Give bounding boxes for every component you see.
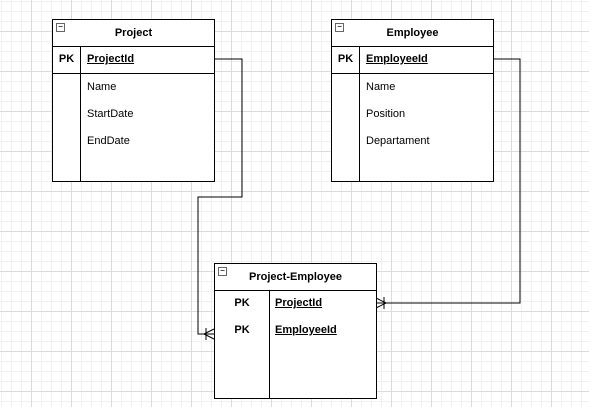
entity-employee[interactable]: − Employee PK EmployeeId Name Position D… [331, 19, 494, 182]
pk-field-employee-id[interactable]: EmployeeId [275, 324, 337, 336]
pk-label: PK [337, 53, 354, 65]
column-divider [359, 47, 360, 181]
primary-key-row[interactable]: PK ProjectId [53, 47, 214, 74]
entity-title: Project [114, 27, 153, 39]
crow-foot-marker [375, 297, 387, 309]
entity-title: Employee [386, 27, 439, 39]
pk-label: PK [58, 53, 75, 65]
primary-key-row[interactable]: PK EmployeeId [332, 47, 493, 74]
column-divider [269, 291, 270, 398]
pk-field: ProjectId [87, 53, 135, 65]
pk-field-project-id[interactable]: ProjectId [275, 297, 323, 309]
entity-project[interactable]: − Project PK ProjectId Name StartDate En… [52, 19, 215, 182]
field-end-date[interactable]: EndDate [87, 135, 130, 147]
field-name[interactable]: Name [366, 81, 396, 93]
field-start-date[interactable]: StartDate [87, 108, 134, 120]
pk-label: PK [234, 324, 250, 336]
pk-field: EmployeeId [366, 53, 428, 65]
entity-project-employee[interactable]: − Project-Employee PK ProjectId PK Emplo… [214, 263, 377, 399]
column-divider [80, 47, 81, 181]
field-name[interactable]: Name [87, 81, 117, 93]
collapse-icon[interactable]: − [56, 23, 65, 32]
field-departament[interactable]: Departament [366, 135, 430, 147]
entity-header[interactable]: − Project-Employee [215, 264, 376, 291]
crow-foot-marker [203, 328, 215, 340]
collapse-icon[interactable]: − [218, 267, 227, 276]
entity-header[interactable]: − Project [53, 20, 214, 47]
entity-title: Project-Employee [249, 271, 342, 283]
collapse-icon[interactable]: − [335, 23, 344, 32]
entity-header[interactable]: − Employee [332, 20, 493, 47]
pk-label: PK [234, 297, 250, 309]
field-position[interactable]: Position [366, 108, 406, 120]
